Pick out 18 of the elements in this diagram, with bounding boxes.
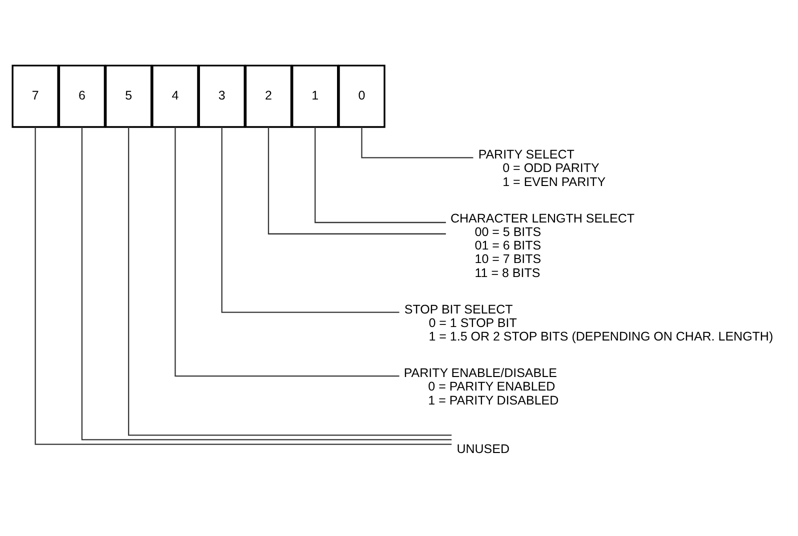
- node-box: 5: [105, 64, 152, 128]
- connector: [361, 126, 474, 158]
- node-box: 3: [198, 64, 246, 128]
- node-box: 4: [152, 64, 199, 128]
- node-box: 2: [244, 64, 292, 128]
- node-text: STOP BIT SELECT 0 = 1 STOP BIT 1 = 1.5 OR 2 STOP BITS (DEPENDING ON CHAR. LENGTH): [404, 302, 774, 344]
- connector: [174, 126, 400, 377]
- node-box: 0: [338, 64, 386, 128]
- node-box: 1: [292, 64, 339, 128]
- node-text: PARITY ENABLE/DISABLE 0 = PARITY ENABLED 1 = PARITY DISABLED: [404, 366, 559, 408]
- connector: [221, 126, 400, 313]
- node-text: CHARACTER LENGTH SELECT 00 = 5 BITS 01 = 6 BITS 10 = 7 BITS 11 = 8 BITS: [450, 211, 635, 280]
- connector: [314, 126, 446, 224]
- node-box: 7: [12, 64, 59, 128]
- node-text: UNUSED: [456, 442, 510, 456]
- connector: [268, 126, 446, 234]
- node-box: 6: [58, 64, 106, 128]
- node-text: PARITY SELECT 0 = ODD PARITY 1 = EVEN PARITY: [478, 148, 606, 189]
